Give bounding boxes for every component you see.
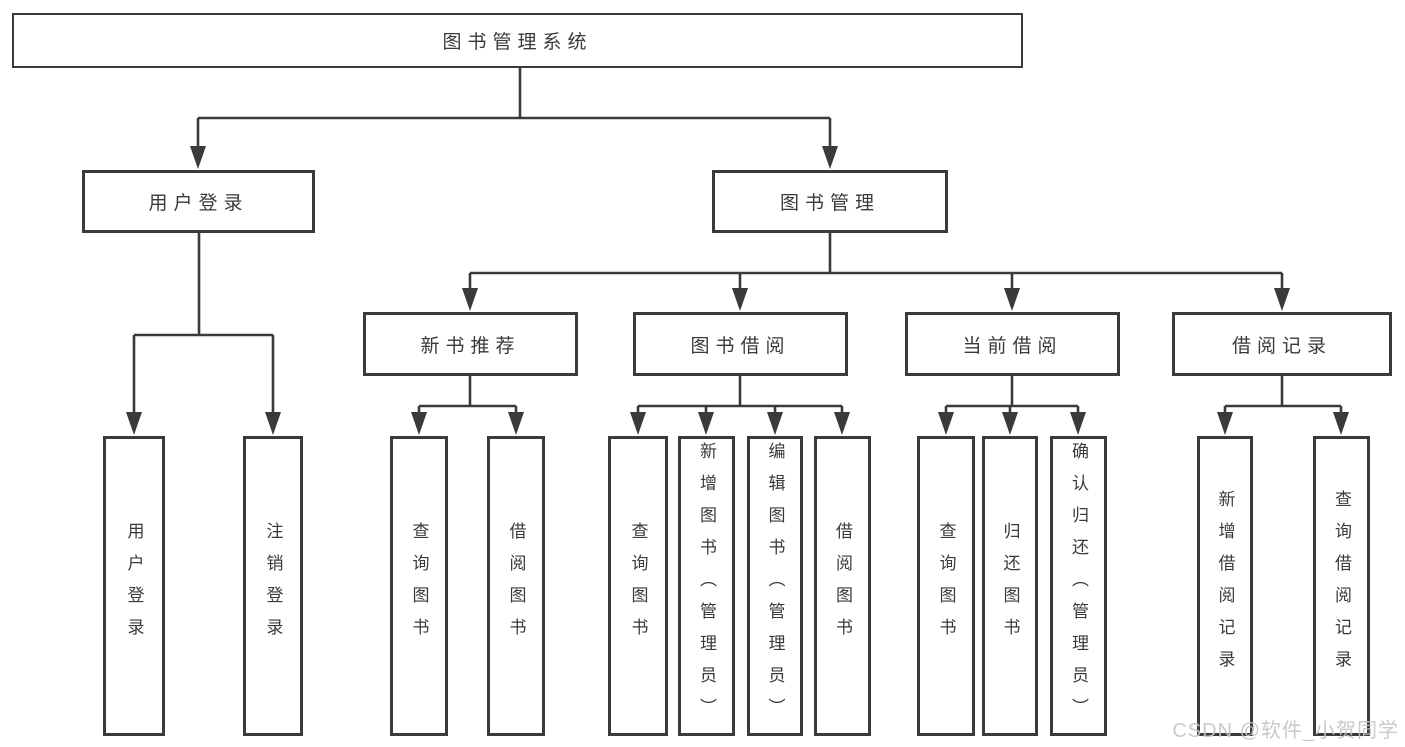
node-label: 用户登录	[124, 522, 144, 650]
node-label: 查询图书	[936, 522, 956, 650]
watermark: CSDN @软件_小贺同学	[1172, 720, 1399, 742]
node-label: 图书管理	[779, 193, 880, 214]
node-leaf-add-borrow-record: 新增借阅记录	[1197, 436, 1253, 736]
node-label: 确认归还（管理员）	[1069, 442, 1088, 730]
node-leaf-query-books-borrow: 查询图书	[608, 436, 668, 736]
node-leaf-edit-book-admin: 编辑图书（管理员）	[747, 436, 803, 736]
node-current-borrow: 当前借阅	[905, 312, 1120, 376]
node-leaf-borrow-books: 借阅图书	[814, 436, 871, 736]
node-label: 当前借阅	[962, 335, 1063, 357]
node-label: 新增图书（管理员）	[697, 442, 716, 730]
node-borrow-records: 借阅记录	[1172, 312, 1392, 376]
node-leaf-return-books: 归还图书	[982, 436, 1038, 736]
node-label: 用户登录	[148, 193, 249, 214]
node-library-system: 图书管理系统	[12, 13, 1023, 68]
node-label: 查询借阅记录	[1332, 490, 1351, 682]
node-book-borrow: 图书借阅	[633, 312, 848, 376]
node-label: 查询图书	[409, 522, 429, 650]
node-label: 查询图书	[628, 522, 648, 650]
node-leaf-user-login: 用户登录	[103, 436, 165, 736]
node-label: 借阅图书	[506, 522, 526, 650]
node-leaf-add-book-admin: 新增图书（管理员）	[678, 436, 735, 736]
node-new-book-recommend: 新书推荐	[363, 312, 578, 376]
node-label: 图书管理系统	[442, 32, 593, 53]
node-label: 注销登录	[263, 522, 283, 650]
node-leaf-borrow-books-recommend: 借阅图书	[487, 436, 545, 736]
node-leaf-logout: 注销登录	[243, 436, 303, 736]
node-label: 新增借阅记录	[1215, 490, 1235, 682]
node-label: 归还图书	[1000, 522, 1020, 650]
node-leaf-query-borrow-record: 查询借阅记录	[1313, 436, 1370, 736]
node-user-login: 用户登录	[82, 170, 315, 233]
node-label: 图书借阅	[690, 335, 791, 357]
node-label: 编辑图书（管理员）	[765, 442, 785, 730]
node-leaf-confirm-return-admin: 确认归还（管理员）	[1050, 436, 1107, 736]
node-book-management: 图书管理	[712, 170, 948, 233]
connector-arrows	[126, 146, 1349, 435]
node-leaf-query-books-current: 查询图书	[917, 436, 975, 736]
node-label: 借阅图书	[833, 522, 852, 650]
node-label: 新书推荐	[420, 335, 521, 357]
node-leaf-query-books-recommend: 查询图书	[390, 436, 448, 736]
node-label: 借阅记录	[1231, 335, 1332, 357]
